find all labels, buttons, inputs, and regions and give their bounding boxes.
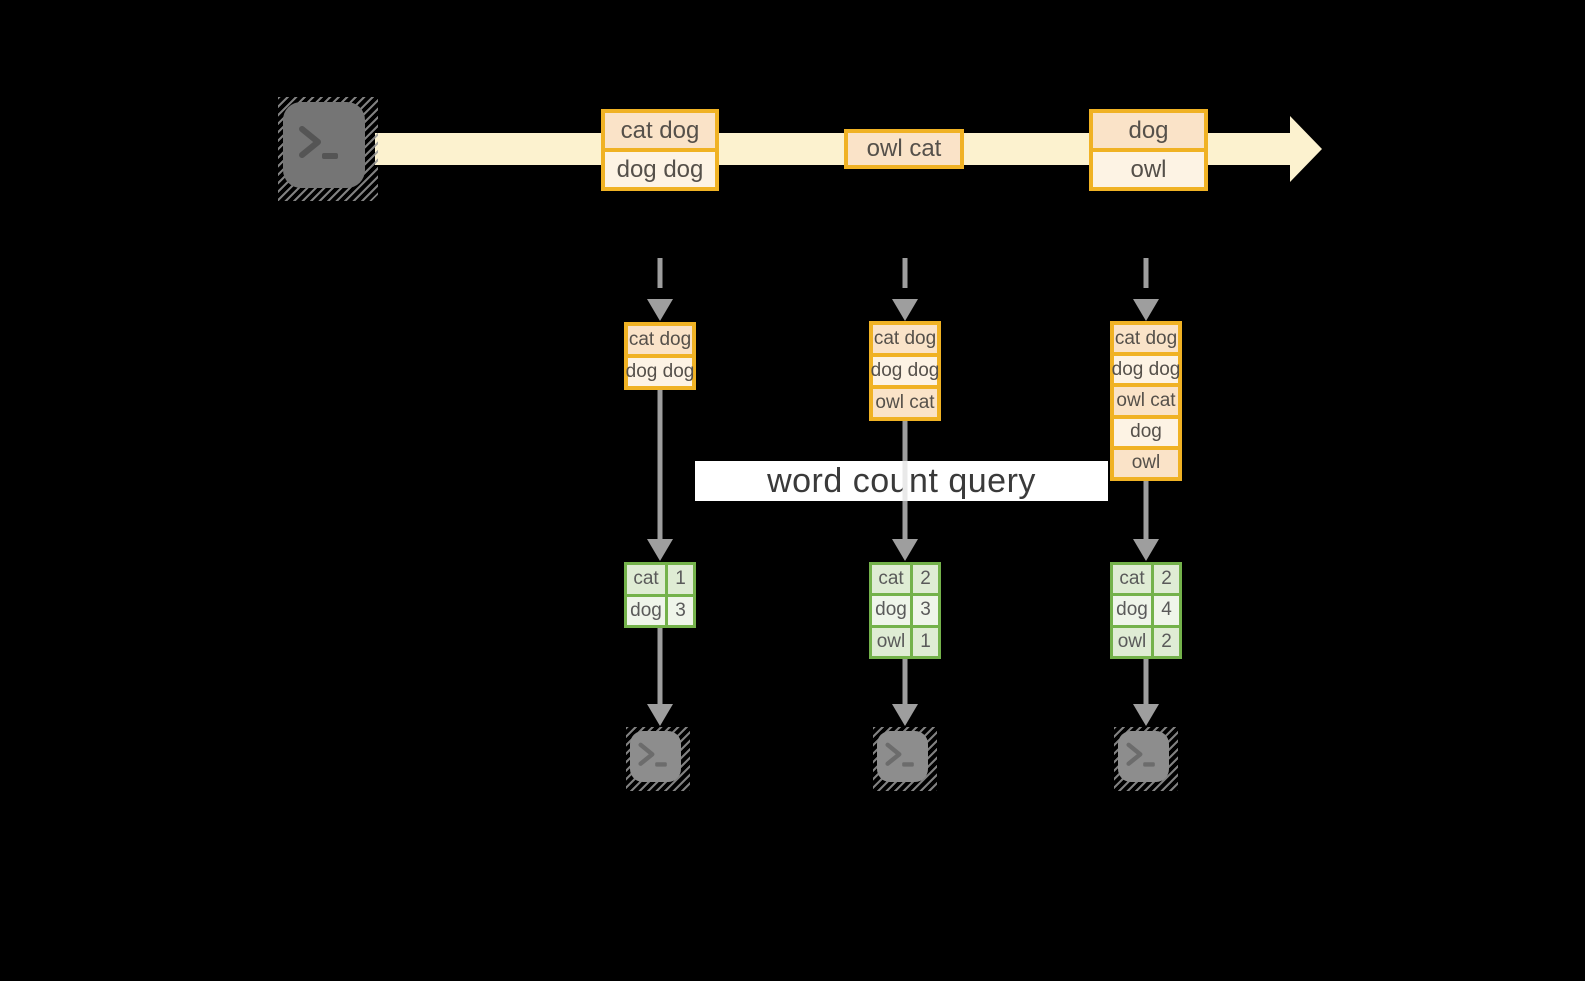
sink-terminal-icon	[873, 727, 937, 791]
input-row: dog dog	[871, 357, 939, 385]
stream-batch-3: dog owl	[1089, 109, 1208, 191]
input-row: cat dog	[873, 325, 937, 353]
terminal-prompt-icon	[885, 742, 914, 767]
count-cell: 2	[1154, 565, 1179, 594]
input-row: dog dog	[1112, 356, 1180, 384]
query-label-band: word count query	[695, 461, 1108, 501]
word-cell: owl	[872, 627, 910, 656]
wordcount-table-1: cat 1 dog 3	[624, 562, 696, 628]
input-row: cat dog	[628, 326, 692, 354]
stream-arrowhead-icon	[1290, 116, 1322, 182]
terminal-prompt-icon	[1126, 742, 1155, 767]
count-cell: 1	[668, 565, 693, 594]
sink-terminal-icon	[626, 727, 690, 791]
word-cell: cat	[1113, 565, 1151, 594]
sink-terminal-icon	[1114, 727, 1178, 791]
batch-row: cat dog	[605, 113, 715, 148]
input-box-1: cat dog dog dog	[624, 322, 696, 390]
terminal-body	[877, 731, 928, 782]
word-cell: cat	[627, 565, 665, 594]
stream-batch-2: owl cat	[844, 129, 964, 169]
batch-row: owl	[1093, 152, 1204, 187]
input-box-2: cat dog dog dog owl cat	[869, 321, 941, 421]
word-cell: cat	[872, 565, 910, 594]
word-cell: dog	[872, 596, 910, 625]
terminal-body	[630, 731, 681, 782]
batch-row: dog dog	[605, 152, 715, 187]
input-row: cat dog	[1114, 325, 1178, 353]
count-cell: 1	[913, 627, 938, 656]
input-row: owl cat	[873, 389, 937, 417]
input-row: owl	[1114, 449, 1178, 478]
terminal-body	[1118, 731, 1169, 782]
input-row: dog	[1114, 418, 1178, 446]
input-box-3: cat dog dog dog owl cat dog owl	[1110, 321, 1182, 481]
terminal-prompt-icon	[299, 125, 339, 159]
terminal-prompt-icon	[638, 742, 667, 767]
count-cell: 3	[913, 596, 938, 625]
stream-batch-1: cat dog dog dog	[601, 109, 719, 191]
count-cell: 4	[1154, 596, 1179, 625]
input-row: dog dog	[626, 358, 694, 386]
terminal-body	[283, 102, 365, 188]
word-cell: owl	[1113, 627, 1151, 656]
wordcount-table-3: cat 2 dog 4 owl 2	[1110, 562, 1182, 659]
query-label: word count query	[767, 461, 1036, 500]
wordcount-table-2: cat 2 dog 3 owl 1	[869, 562, 941, 659]
count-cell: 2	[1154, 627, 1179, 656]
batch-row: dog	[1093, 113, 1204, 148]
word-cell: dog	[1113, 596, 1151, 625]
batch-row: owl cat	[848, 133, 960, 165]
source-terminal-icon	[278, 97, 378, 201]
count-cell: 2	[913, 565, 938, 594]
word-cell: dog	[627, 596, 665, 625]
count-cell: 3	[668, 596, 693, 625]
input-row: owl cat	[1114, 387, 1178, 415]
